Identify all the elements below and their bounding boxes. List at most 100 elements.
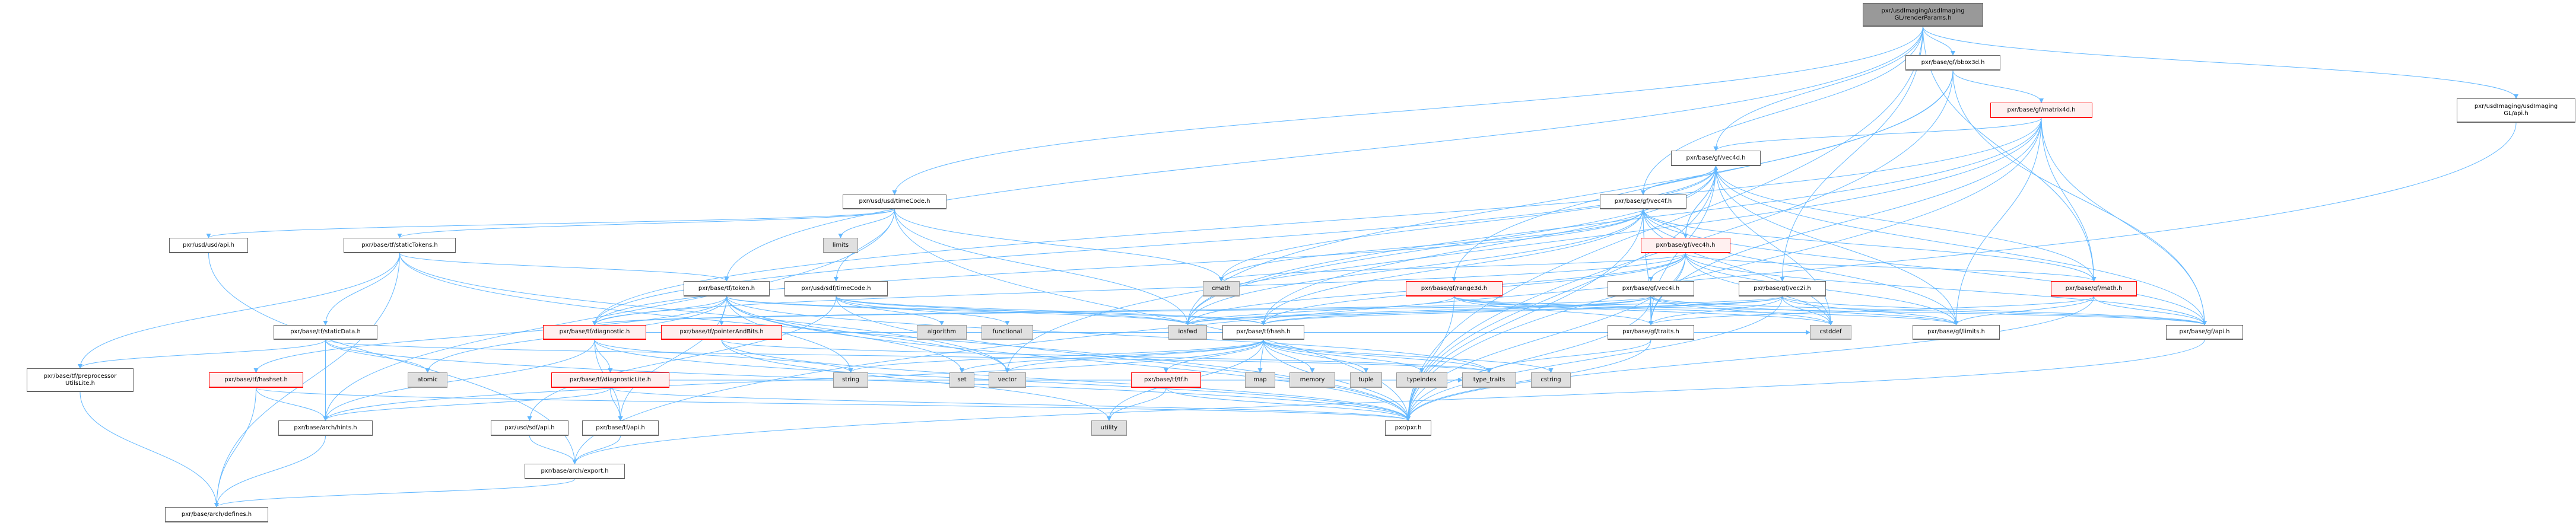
- edge-math-to-gfApi: [2094, 296, 2207, 326]
- node-hash[interactable]: pxr/base/tf/hash.h: [1222, 325, 1304, 340]
- node-hashset[interactable]: pxr/base/tf/hashset.h: [209, 372, 303, 388]
- edge-vec4d-to-cmath: [1219, 165, 1716, 282]
- edge-vec2i-to-traits: [1648, 296, 1783, 326]
- node-matrix4d[interactable]: pxr/base/gf/matrix4d.h: [1990, 103, 2092, 118]
- node-math[interactable]: pxr/base/gf/math.h: [2051, 281, 2137, 297]
- edge-usdTimeCode-to-iosfwd: [894, 209, 1190, 326]
- edge-hash-to-pxr: [1263, 339, 1411, 421]
- edge-token-to-iosfwd: [726, 296, 1190, 326]
- edge-vec4d-to-iosfwd: [1185, 165, 1716, 326]
- node-static-tokens[interactable]: pxr/base/tf/staticTokens.h: [344, 238, 456, 253]
- edge-hash-to-tf: [1164, 339, 1264, 373]
- edge-hash-to-archHints: [323, 339, 1264, 421]
- edge-staticTokens-to-token: [399, 253, 729, 282]
- edge-renderParams-to-glapi: [1923, 26, 2518, 99]
- node-pointer-and-bits[interactable]: pxr/base/tf/pointerAndBits.h: [661, 325, 782, 340]
- node-usd-api[interactable]: pxr/usd/usd/api.h: [169, 238, 248, 253]
- node-tf[interactable]: pxr/base/tf/tf.h: [1131, 372, 1201, 388]
- node-pxr[interactable]: pxr/pxr.h: [1385, 420, 1431, 436]
- edge-traits-to-typeTraits: [1486, 339, 1651, 373]
- edge-bbox3d-to-iosfwd: [1185, 70, 1954, 326]
- node-diagnostic-lite[interactable]: pxr/base/tf/diagnosticLite.h: [551, 372, 669, 388]
- edge-sdfTimeCode-to-algorithm: [836, 296, 944, 326]
- node-atomic: atomic: [408, 372, 447, 388]
- node-gf-limits[interactable]: pxr/base/gf/limits.h: [1913, 325, 2000, 340]
- node-diagnostic[interactable]: pxr/base/tf/diagnostic.h: [543, 325, 646, 340]
- node-usd-time-code[interactable]: pxr/usd/usd/timeCode.h: [843, 195, 946, 209]
- edge-hash-to-cstring: [1263, 339, 1554, 373]
- edge-vec4h-to-vec4f: [1641, 209, 1686, 238]
- edge-pointerAndBits-to-pxr: [721, 339, 1411, 421]
- node-sdf-api[interactable]: pxr/usd/sdf/api.h: [491, 420, 568, 436]
- edge-vec4h-to-math: [1685, 253, 2097, 282]
- edge-vec4h-to-vec4d: [1685, 165, 1719, 238]
- node-algorithm: algorithm: [917, 325, 967, 340]
- node-vec4i[interactable]: pxr/base/gf/vec4i.h: [1608, 281, 1694, 297]
- edge-vec4d-to-gfLimits: [1716, 165, 1959, 326]
- edge-matrix4d-to-vector: [1005, 117, 2042, 373]
- edge-range3d-to-gfApi: [1454, 296, 2207, 326]
- edge-vec4d-to-hash: [1261, 165, 1716, 326]
- node-limits: limits: [823, 238, 858, 253]
- node-iosfwd: iosfwd: [1168, 325, 1207, 340]
- edge-renderParams-to-vec4d: [1713, 26, 1923, 151]
- node-tuple: tuple: [1350, 372, 1382, 388]
- node-tf-api[interactable]: pxr/base/tf/api.h: [582, 420, 659, 436]
- node-vec4d[interactable]: pxr/base/gf/vec4d.h: [1671, 151, 1761, 166]
- edge-diagnosticLite-to-tfApi: [610, 387, 623, 421]
- edge-token-to-hash: [726, 296, 1266, 326]
- edge-math-to-gfLimits: [1954, 296, 2094, 326]
- edge-traits-to-pxr: [1406, 339, 1651, 421]
- edge-hash-to-typeTraits: [1263, 339, 1492, 373]
- node-token[interactable]: pxr/base/tf/token.h: [684, 281, 770, 297]
- edge-preproc-to-archDefines: [80, 391, 219, 508]
- edge-vec4i-to-cstddef: [1650, 296, 1833, 326]
- edge-tf-to-utility: [1107, 387, 1167, 421]
- edge-vec4h-to-gfApi: [1685, 253, 2207, 326]
- edge-vec4d-to-pxr: [1406, 165, 1716, 421]
- edge-vec4f-to-gfLimits: [1643, 209, 1959, 326]
- node-vec4h[interactable]: pxr/base/gf/vec4h.h: [1641, 238, 1730, 253]
- node-utility: utility: [1091, 420, 1127, 436]
- node-vec4f[interactable]: pxr/base/gf/vec4f.h: [1600, 195, 1686, 209]
- edge-vec4i-to-gfLimits: [1650, 296, 1959, 326]
- edge-pointerAndBits-to-utility: [721, 339, 1111, 421]
- edge-sdfTimeCode-to-iosfwd: [836, 296, 1190, 326]
- edge-range3d-to-iosfwd: [1185, 296, 1454, 326]
- node-set: set: [949, 372, 974, 388]
- node-gf-api[interactable]: pxr/base/gf/api.h: [2166, 325, 2243, 340]
- edge-vec2i-to-iosfwd: [1185, 296, 1783, 326]
- edge-renderParams-to-vec2i: [1780, 26, 1923, 282]
- node-glapi[interactable]: pxr/usdImaging/usdImaging GL/api.h: [2457, 98, 2575, 123]
- edge-vec4f-to-math: [1643, 209, 2097, 282]
- edge-archHints-to-archDefines: [214, 435, 326, 508]
- edge-vec4f-to-iosfwd: [1185, 209, 1644, 326]
- edge-vec4i-to-gfApi: [1650, 296, 2207, 326]
- edge-tfApi-to-archExport: [572, 435, 621, 464]
- edge-glapi-to-archExport: [572, 122, 2517, 464]
- edge-math-to-traits: [1648, 296, 2094, 326]
- node-string: string: [833, 372, 868, 388]
- node-preproc[interactable]: pxr/base/tf/preprocessor UtilsLite.h: [27, 368, 134, 392]
- edge-usdTimeCode-to-staticTokens: [397, 209, 895, 238]
- node-arch-export[interactable]: pxr/base/arch/export.h: [525, 464, 625, 479]
- edge-tf-to-pxr: [1165, 387, 1411, 421]
- edge-token-to-diagnostic: [592, 296, 727, 326]
- node-sdf-time-code[interactable]: pxr/usd/sdf/timeCode.h: [784, 281, 888, 297]
- node-bbox3d[interactable]: pxr/base/gf/bbox3d.h: [1905, 55, 2000, 71]
- node-vec2i[interactable]: pxr/base/gf/vec2i.h: [1739, 281, 1826, 297]
- edge-diagnostic-to-archHints: [323, 339, 595, 421]
- node-arch-hints[interactable]: pxr/base/arch/hints.h: [278, 420, 373, 436]
- node-static-data[interactable]: pxr/base/tf/staticData.h: [274, 325, 377, 340]
- edge-math-to-pxr: [1406, 296, 2094, 421]
- edge-renderParams-to-bbox3d: [1923, 26, 1955, 56]
- node-range3d[interactable]: pxr/base/gf/range3d.h: [1406, 281, 1503, 297]
- edge-hash-to-string: [848, 339, 1264, 373]
- edge-staticTokens-to-staticData: [323, 253, 400, 326]
- node-vector: vector: [989, 372, 1026, 388]
- edge-vec2i-to-pxr: [1406, 296, 1783, 421]
- node-traits[interactable]: pxr/base/gf/traits.h: [1608, 325, 1694, 340]
- node-arch-defines[interactable]: pxr/base/arch/defines.h: [165, 507, 268, 522]
- edge-vec4f-to-cstddef: [1643, 209, 1833, 326]
